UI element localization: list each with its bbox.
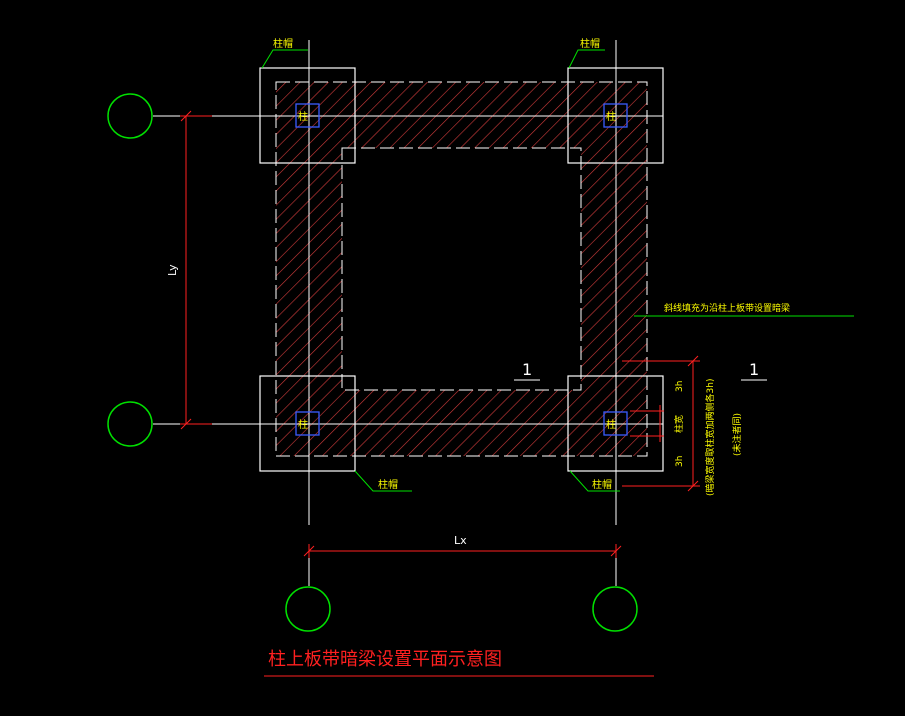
grid-bubble-a-top (107, 93, 153, 139)
column-label: 柱 (606, 110, 616, 123)
column-label: 柱 (298, 418, 308, 431)
dimension-ly (180, 110, 212, 430)
column-top-right (603, 103, 628, 128)
cap-label-top-right: 柱帽 (580, 37, 600, 50)
axis-lines (153, 40, 663, 586)
column-label: 柱 (298, 110, 308, 123)
grid-bubble-2 (592, 586, 638, 632)
note-beam-width: (暗梁宽度取柱宽加两侧各3h) (704, 379, 716, 496)
column-top-left (295, 103, 320, 128)
dimension-lx-label: Lx (454, 534, 467, 547)
cap-label-bottom-left: 柱帽 (378, 478, 398, 491)
cap-label-bottom-right: 柱帽 (592, 478, 612, 491)
dim-3h-top-label: 3h (675, 381, 685, 392)
hatch-note: 斜线填充为沿柱上板带设置暗梁 (664, 302, 790, 314)
cap-leaders (261, 49, 854, 492)
grid-bubble-1 (285, 586, 331, 632)
section-mark-1: 1 (522, 360, 532, 379)
grid-bubbles (107, 93, 638, 632)
dimension-3h (622, 355, 700, 492)
column-label: 柱 (606, 418, 616, 431)
note-hidden: (未注者同) (731, 413, 743, 456)
drawing-title: 柱上板带暗梁设置平面示意图 (268, 649, 502, 670)
columns (295, 103, 628, 436)
grid-bubble-a-bottom (107, 401, 153, 447)
dimension-ly-label: Ly (166, 264, 179, 276)
dim-col-width-label: 柱宽 (673, 415, 685, 433)
hidden-beam-band (275, 81, 648, 457)
column-bottom-right (603, 411, 628, 436)
dim-3h-bottom-label: 3h (675, 456, 685, 467)
cap-label-top-left: 柱帽 (273, 37, 293, 50)
section-marks: 1 1 (514, 360, 767, 381)
dimension-lx (303, 544, 622, 558)
column-bottom-left (295, 411, 320, 436)
section-mark-2: 1 (749, 360, 759, 379)
